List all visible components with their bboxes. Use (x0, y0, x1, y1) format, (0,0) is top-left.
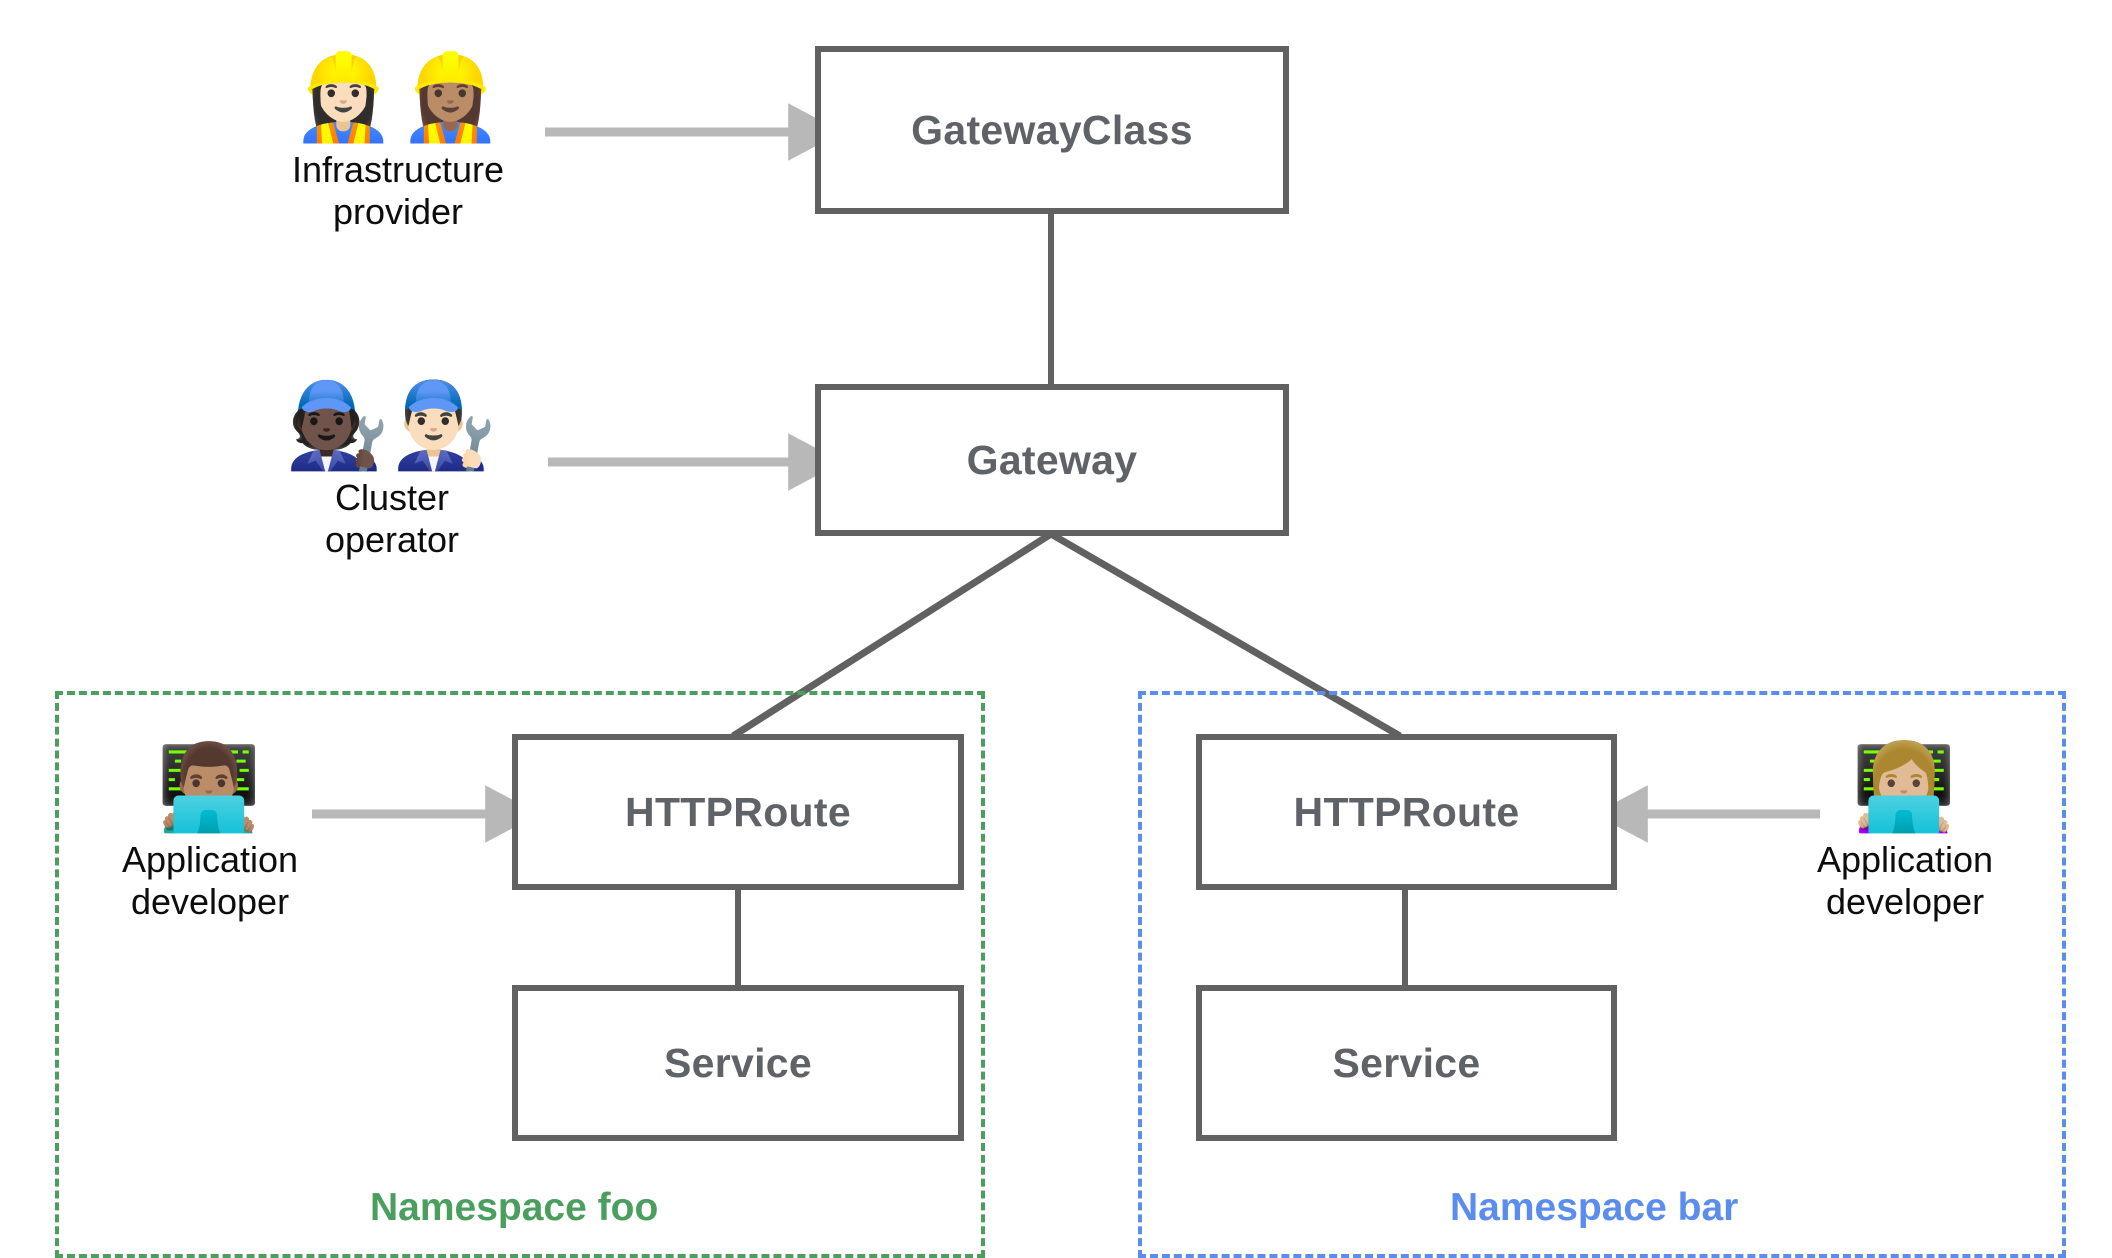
resource-label-gateway: Gateway (966, 436, 1138, 483)
namespace-foo-boundary (55, 691, 985, 1258)
woman-technologist-icon: 👩🏼‍💻 (1851, 740, 1959, 834)
persona-infrastructure-provider: 👷🏻‍♀️👷🏽‍♀️ Infrastructure provider (268, 52, 528, 234)
namespace-bar-boundary (1138, 691, 2066, 1258)
resource-label-service-foo: Service (663, 1039, 812, 1086)
namespace-foo-label: Namespace foo (370, 1186, 659, 1229)
woman-construction-worker-icon: 👷🏻‍♀️👷🏽‍♀️ (291, 50, 505, 144)
persona-label-infrastructure-provider: Infrastructure provider (291, 148, 505, 233)
resource-box-service-bar[interactable]: Service (1196, 985, 1617, 1141)
resource-label-httproute-bar: HTTPRoute (1293, 788, 1520, 835)
resource-box-httproute-foo[interactable]: HTTPRoute (512, 734, 964, 890)
persona-application-developer-foo: 👨🏽‍💻 Application developer (95, 742, 325, 924)
persona-application-developer-bar: 👩🏼‍💻 Application developer (1790, 742, 2020, 924)
persona-label-application-developer-bar: Application developer (1816, 838, 1994, 923)
namespace-bar-label: Namespace bar (1450, 1186, 1739, 1229)
resource-label-service-bar: Service (1332, 1039, 1481, 1086)
resource-box-service-foo[interactable]: Service (512, 985, 964, 1141)
persona-cluster-operator: 🧑🏿‍🔧👨🏻‍🔧 Cluster operator (262, 380, 522, 562)
mechanic-icon: 🧑🏿‍🔧👨🏻‍🔧 (285, 378, 499, 472)
persona-label-cluster-operator: Cluster operator (324, 476, 460, 561)
resource-box-gateway[interactable]: Gateway (815, 384, 1289, 536)
persona-label-application-developer-foo: Application developer (121, 838, 299, 923)
man-technologist-icon: 👨🏽‍💻 (156, 740, 264, 834)
resource-label-gatewayclass: GatewayClass (911, 106, 1193, 153)
resource-label-httproute-foo: HTTPRoute (625, 788, 851, 835)
resource-box-httproute-bar[interactable]: HTTPRoute (1196, 734, 1617, 890)
resource-box-gatewayclass[interactable]: GatewayClass (815, 46, 1289, 214)
